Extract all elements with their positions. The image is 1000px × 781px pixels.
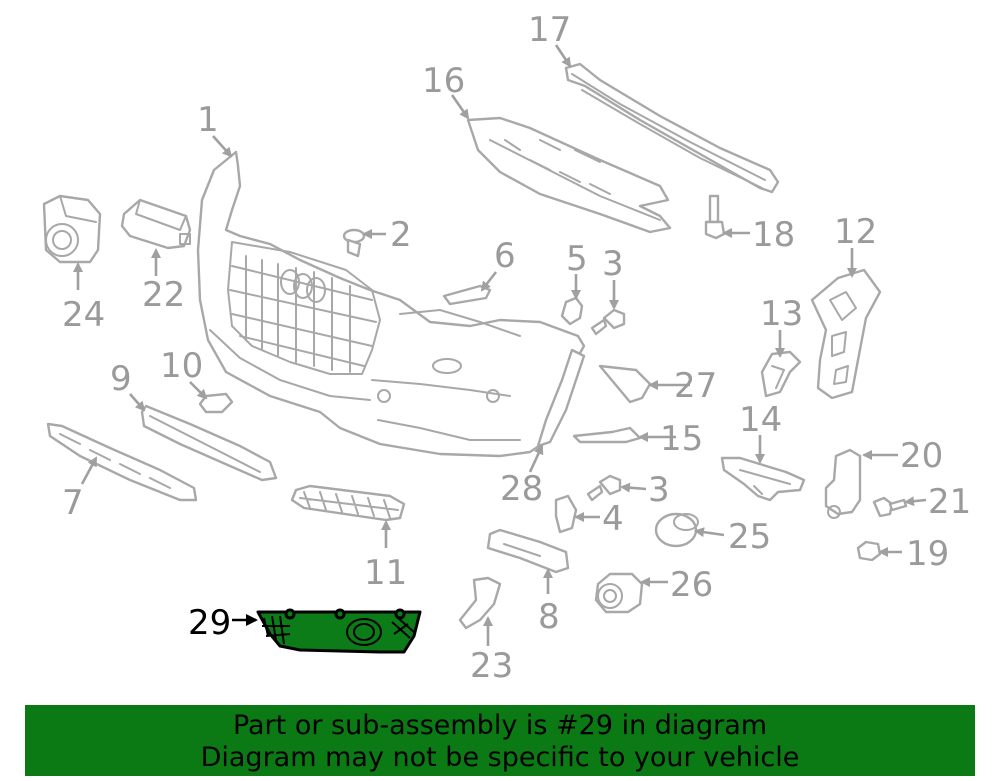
part-21-bolt[interactable]	[872, 496, 908, 518]
callout-26: 26	[670, 565, 713, 605]
callout-11: 11	[364, 553, 407, 593]
part-4-clip[interactable]	[554, 494, 578, 534]
part-8-bracket[interactable]	[486, 528, 570, 574]
callout-8: 8	[538, 597, 560, 637]
callout-12: 12	[834, 212, 877, 252]
callout-29-highlighted: 29	[188, 603, 231, 643]
part-27-corner-trim[interactable]	[598, 364, 652, 404]
callout-17: 17	[528, 10, 571, 50]
part-6-bracket[interactable]	[442, 284, 492, 306]
part-1-bumper-cover[interactable]	[196, 150, 586, 458]
banner-line-2: Diagram may not be specific to your vehi…	[200, 742, 800, 773]
callout-20: 20	[900, 436, 943, 476]
callout-5: 5	[566, 239, 588, 279]
part-15-bracket[interactable]	[572, 426, 642, 444]
banner-line-1: Part or sub-assembly is #29 in diagram	[232, 710, 768, 741]
leader-lines	[73, 44, 927, 646]
part-5-clip[interactable]	[560, 296, 584, 326]
callout-13: 13	[760, 294, 803, 334]
part-11-grille[interactable]	[290, 484, 406, 522]
part-24-sensor[interactable]	[42, 194, 102, 264]
callout-10: 10	[160, 346, 203, 386]
callout-14: 14	[739, 400, 782, 440]
part-25-sensor[interactable]	[654, 512, 699, 548]
part-20-bracket[interactable]	[824, 448, 862, 519]
part-26-sensor-holder[interactable]	[594, 572, 644, 614]
callout-1: 1	[197, 100, 219, 140]
callout-2: 2	[390, 215, 412, 255]
part-16-absorber[interactable]	[466, 116, 672, 234]
part-29-fog-grille-highlighted[interactable]	[256, 608, 422, 654]
callout-labels: 1 2 3 3 4 5 6 7 8 9 10 11 12 13 14 15 16…	[62, 10, 971, 686]
part-3-screw-upper[interactable]	[590, 308, 626, 336]
callout-7: 7	[62, 483, 84, 523]
callout-3-upper: 3	[602, 244, 624, 284]
callout-27: 27	[674, 366, 717, 406]
part-10-cap[interactable]	[198, 392, 234, 414]
part-14-mount[interactable]	[720, 456, 806, 502]
callout-24: 24	[62, 295, 105, 335]
part-3-screw-lower[interactable]	[586, 474, 622, 502]
callout-28: 28	[500, 469, 543, 509]
part-2-screw[interactable]	[342, 228, 366, 258]
part-12-side-bracket[interactable]	[810, 268, 882, 400]
callout-25: 25	[728, 517, 771, 557]
callout-6: 6	[494, 236, 516, 276]
callout-21: 21	[928, 482, 971, 522]
callout-19: 19	[906, 534, 949, 574]
part-9-strip[interactable]	[140, 404, 278, 482]
callout-3-lower: 3	[648, 470, 670, 510]
part-18-bolt[interactable]	[704, 194, 726, 240]
part-17-impact-bar[interactable]	[564, 62, 780, 194]
info-banner: Part or sub-assembly is #29 in diagram D…	[25, 705, 975, 776]
part-28-side-strip[interactable]	[536, 348, 586, 448]
part-19-nut[interactable]	[856, 540, 882, 562]
callout-16: 16	[422, 61, 465, 101]
part-7-lower-trim[interactable]	[46, 422, 198, 502]
callout-9: 9	[110, 359, 132, 399]
part-23-bracket[interactable]	[458, 576, 502, 630]
callout-23: 23	[470, 646, 513, 686]
callout-22: 22	[142, 275, 185, 315]
part-13-guide[interactable]	[760, 350, 802, 398]
callout-18: 18	[752, 215, 795, 255]
callout-4: 4	[602, 499, 624, 539]
part-22-module[interactable]	[120, 198, 192, 250]
callout-15: 15	[660, 419, 703, 459]
parts-diagram: 1 2 3 3 4 5 6 7 8 9 10 11 12 13 14 15 16…	[42, 10, 971, 686]
